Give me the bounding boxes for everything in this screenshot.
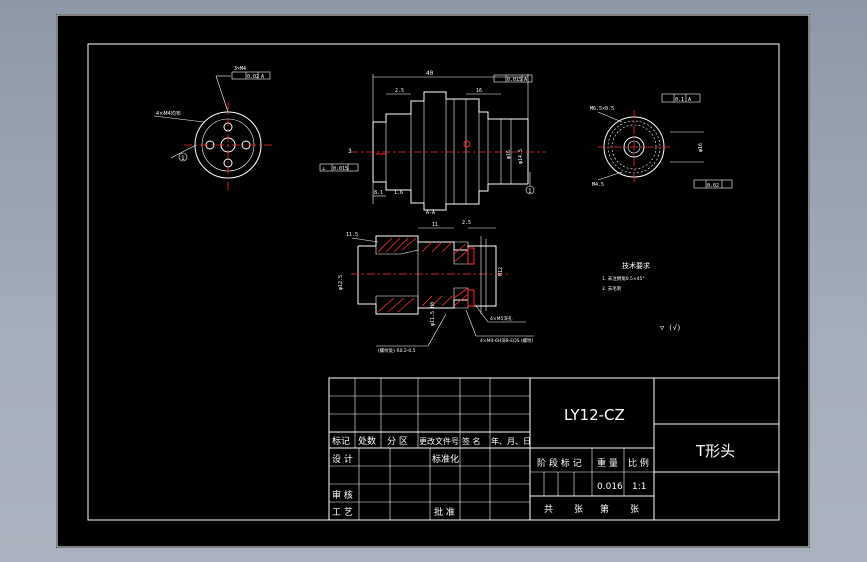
section-dim-2: 11	[432, 222, 438, 228]
rev-header-mark: 标记	[332, 435, 350, 447]
tech-req-item-1: 1. 未注倒角0.5×45°	[602, 275, 645, 282]
drawing-canvas: 4×M4均布 1 0.02 A 3×M4	[56, 14, 810, 548]
tech-requirements: 技术要求 1. 未注倒角0.5×45° 2. 去毛刺 ▽ (√)	[602, 261, 681, 332]
weight-value: 0.016	[597, 482, 623, 492]
design-label: 设 计	[332, 453, 353, 465]
section-view: A-A	[338, 210, 534, 354]
shaft-dim-1: 2.5	[395, 88, 404, 94]
section-dim-3: M12	[498, 267, 504, 276]
svg-text:⊥: ⊥	[322, 166, 325, 172]
standardize-label: 标准化	[432, 453, 459, 465]
shaft-dim-2: 16	[476, 88, 482, 94]
svg-text:3: 3	[348, 148, 352, 155]
section-note-bottom: 4×M4-6H深8-EQS (螺纹)	[480, 337, 534, 344]
sheet-total-label: 共	[544, 504, 553, 515]
side-datum: A	[688, 97, 691, 103]
front-datum: A	[261, 74, 264, 80]
tech-req-item-2: 2. 去毛刺	[602, 285, 622, 292]
review-label: 审 核	[332, 489, 353, 501]
svg-text:1.6: 1.6	[394, 190, 403, 196]
sheet-unit-label: 张	[574, 504, 583, 515]
svg-text:φ16: φ16	[698, 143, 704, 152]
svg-text:3×M4: 3×M4	[234, 66, 246, 72]
svg-text:φ14.5: φ14.5	[518, 149, 524, 164]
sheet-no-label: 第	[600, 503, 609, 515]
side-view: M6.5×0.5 M4.5 0.1 A 0.02 φ16	[590, 93, 733, 189]
shaft-tolerance: 0.015	[507, 77, 522, 83]
section-mark: A-A	[426, 210, 435, 216]
sheet-unit2-label: 张	[630, 504, 639, 515]
scale-value: 1:1	[632, 482, 646, 492]
part-name: T形头	[695, 442, 735, 460]
svg-text:2.5: 2.5	[462, 220, 471, 226]
stage-label: 阶 段 标 记	[537, 457, 582, 469]
title-block: 标记 处数 分 区 更改文件号 签 名 年、月、日 设 计 标准化 审 核 工 …	[328, 377, 780, 521]
shaft-datum: A	[524, 77, 527, 83]
front-hole-note: 4×M4均布	[156, 110, 181, 117]
shaft-view: 40 2.5 16 0.015 A 8.1 1.6 0.015 ⊥	[319, 70, 546, 211]
scale-label: 比 例	[628, 457, 649, 469]
svg-text:φ16: φ16	[506, 150, 512, 159]
drawing-sheet: 4×M4均布 1 0.02 A 3×M4	[56, 14, 810, 548]
section-note-left: (螺纹处) R0.2-0.5	[378, 347, 416, 354]
rev-header-zone: 分 区	[387, 436, 408, 447]
rev-header-doc: 更改文件号	[419, 436, 459, 446]
section-note-right: 4×M5深孔	[490, 315, 513, 322]
front-tolerance: 0.02	[247, 74, 259, 80]
svg-text:φ12.5: φ12.5	[338, 275, 344, 290]
roughness-note: ▽ (√)	[660, 324, 681, 332]
inner-border	[87, 43, 780, 521]
svg-text:M6.5×0.5: M6.5×0.5	[590, 106, 614, 112]
shaft-length-dim: 40	[426, 70, 434, 77]
shaft-dim-3: 8.1	[374, 190, 383, 196]
rev-header-sign: 签 名	[462, 436, 481, 446]
weight-label: 重 量	[597, 457, 618, 469]
tech-req-heading: 技术要求	[622, 261, 650, 270]
shaft-left-tolerance: 0.015	[333, 166, 348, 172]
part-code: LY12-CZ	[564, 406, 625, 424]
svg-text:1: 1	[181, 155, 185, 162]
process-label: 工 艺	[332, 507, 353, 518]
approve-label: 批 准	[434, 506, 455, 518]
rev-header-count: 处数	[358, 435, 376, 447]
outer-border	[56, 14, 810, 548]
front-view: 4×M4均布 1 0.02 A 3×M4	[153, 66, 272, 192]
svg-text:φ11.5 H8: φ11.5 H8	[430, 302, 436, 326]
side-tolerance-2: 0.02	[707, 183, 719, 189]
side-tolerance: 0.1	[675, 97, 684, 103]
svg-text:1: 1	[528, 188, 532, 195]
svg-text:M4.5: M4.5	[592, 182, 604, 188]
rev-header-date: 年、月、日	[491, 436, 531, 446]
section-dim-1: 11.5	[346, 232, 358, 238]
